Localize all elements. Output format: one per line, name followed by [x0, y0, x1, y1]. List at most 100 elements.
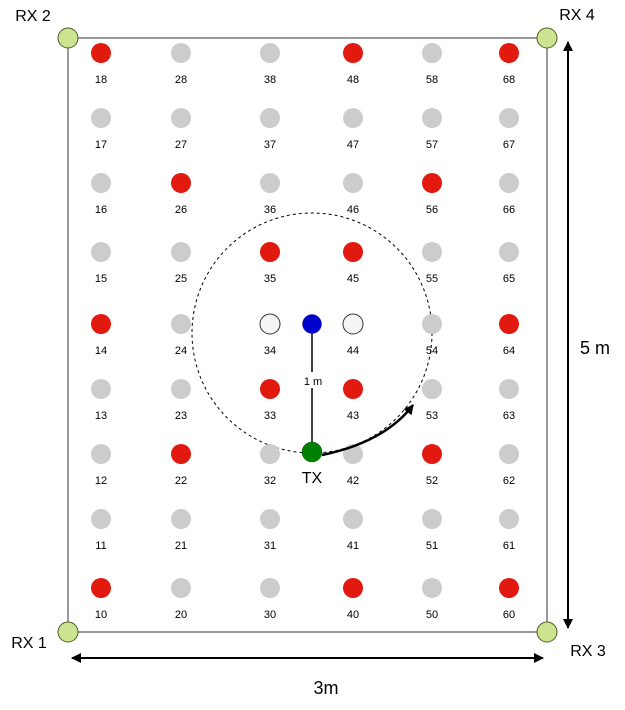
- grid-point-label: 26: [175, 204, 187, 216]
- grid-point-51: [422, 509, 442, 529]
- grid-point-33: [260, 379, 280, 399]
- grid-point-40: [343, 578, 363, 598]
- grid-point-label: 14: [95, 345, 107, 357]
- grid-point-label: 24: [175, 345, 187, 357]
- grid-point-36: [260, 173, 280, 193]
- grid-point-52: [422, 444, 442, 464]
- grid-point-66: [499, 173, 519, 193]
- grid-point-label: 22: [175, 475, 187, 487]
- grid-point-32: [260, 444, 280, 464]
- grid-point-label: 31: [264, 540, 276, 552]
- grid-point-label: 38: [264, 74, 276, 86]
- grid-point-53: [422, 379, 442, 399]
- grid-point-30: [260, 578, 280, 598]
- grid-point-label: 42: [347, 475, 359, 487]
- grid-point-label: 10: [95, 609, 107, 621]
- grid-point-45: [343, 242, 363, 262]
- grid-point-label: 35: [264, 273, 276, 285]
- grid-point-label: 20: [175, 609, 187, 621]
- grid-point-47: [343, 108, 363, 128]
- grid-point-label: 51: [426, 540, 438, 552]
- grid-point-63: [499, 379, 519, 399]
- grid-point-label: 41: [347, 540, 359, 552]
- grid-point-14: [91, 314, 111, 334]
- grid-point-label: 65: [503, 273, 515, 285]
- grid-point-label: 30: [264, 609, 276, 621]
- grid-point-label: 15: [95, 273, 107, 285]
- height-dimension-label: 5 m: [580, 338, 610, 358]
- grid-point-57: [422, 108, 442, 128]
- room-boundary: [67, 37, 548, 633]
- grid-point-label: 53: [426, 410, 438, 422]
- grid-point-18: [91, 43, 111, 63]
- grid-points: 1817161514131211102827262524232221203837…: [91, 43, 519, 621]
- grid-point-38: [260, 43, 280, 63]
- grid-point-label: 67: [503, 139, 515, 151]
- grid-point-label: 46: [347, 204, 359, 216]
- grid-point-65: [499, 242, 519, 262]
- width-dimension-label: 3m: [313, 678, 338, 698]
- grid-point-label: 44: [347, 345, 359, 357]
- grid-point-label: 33: [264, 410, 276, 422]
- grid-point-25: [171, 242, 191, 262]
- grid-point-16: [91, 173, 111, 193]
- grid-point-34: [259, 313, 281, 335]
- grid-point-label: 37: [264, 139, 276, 151]
- grid-point-67: [499, 108, 519, 128]
- transmitter-marker: [301, 441, 323, 463]
- grid-point-12: [91, 444, 111, 464]
- receiver-rx1: [57, 621, 79, 643]
- grid-point-24: [171, 314, 191, 334]
- grid-point-label: 43: [347, 410, 359, 422]
- grid-point-label: 12: [95, 475, 107, 487]
- grid-point-44: [342, 313, 364, 335]
- grid-point-68: [499, 43, 519, 63]
- grid-point-60: [499, 578, 519, 598]
- grid-point-label: 64: [503, 345, 515, 357]
- grid-point-35: [260, 242, 280, 262]
- grid-point-41: [343, 509, 363, 529]
- grid-point-label: 36: [264, 204, 276, 216]
- receiver-rx1-label: RX 1: [11, 635, 47, 652]
- grid-point-label: 34: [264, 345, 276, 357]
- grid-point-label: 57: [426, 139, 438, 151]
- grid-point-label: 68: [503, 74, 515, 86]
- receiver-rx3: [536, 621, 558, 643]
- grid-point-27: [171, 108, 191, 128]
- grid-point-50: [422, 578, 442, 598]
- grid-point-46: [343, 173, 363, 193]
- grid-point-label: 45: [347, 273, 359, 285]
- receiver-rx4: [536, 27, 558, 49]
- grid-point-label: 18: [95, 74, 107, 86]
- grid-point-label: 61: [503, 540, 515, 552]
- grid-point-label: 60: [503, 609, 515, 621]
- grid-point-label: 21: [175, 540, 187, 552]
- grid-point-label: 62: [503, 475, 515, 487]
- grid-point-label: 23: [175, 410, 187, 422]
- grid-point-label: 11: [95, 540, 106, 552]
- transmitter-label: TX: [302, 470, 323, 487]
- grid-point-label: 66: [503, 204, 515, 216]
- grid-point-label: 58: [426, 74, 438, 86]
- grid-point-label: 32: [264, 475, 276, 487]
- grid-point-15: [91, 242, 111, 262]
- grid-point-62: [499, 444, 519, 464]
- grid-point-17: [91, 108, 111, 128]
- grid-point-48: [343, 43, 363, 63]
- grid-point-13: [91, 379, 111, 399]
- grid-point-55: [422, 242, 442, 262]
- grid-point-20: [171, 578, 191, 598]
- receiver-rx2-label: RX 2: [15, 8, 51, 25]
- grid-point-label: 47: [347, 139, 359, 151]
- grid-point-37: [260, 108, 280, 128]
- grid-point-64: [499, 314, 519, 334]
- grid-point-label: 17: [95, 139, 107, 151]
- rotation-arrow: [321, 404, 414, 457]
- radius-label: 1 m: [304, 376, 322, 388]
- grid-point-58: [422, 43, 442, 63]
- receiver-rx4-label: RX 4: [559, 7, 595, 24]
- receiver-rx2: [57, 27, 79, 49]
- grid-point-label: 54: [426, 345, 438, 357]
